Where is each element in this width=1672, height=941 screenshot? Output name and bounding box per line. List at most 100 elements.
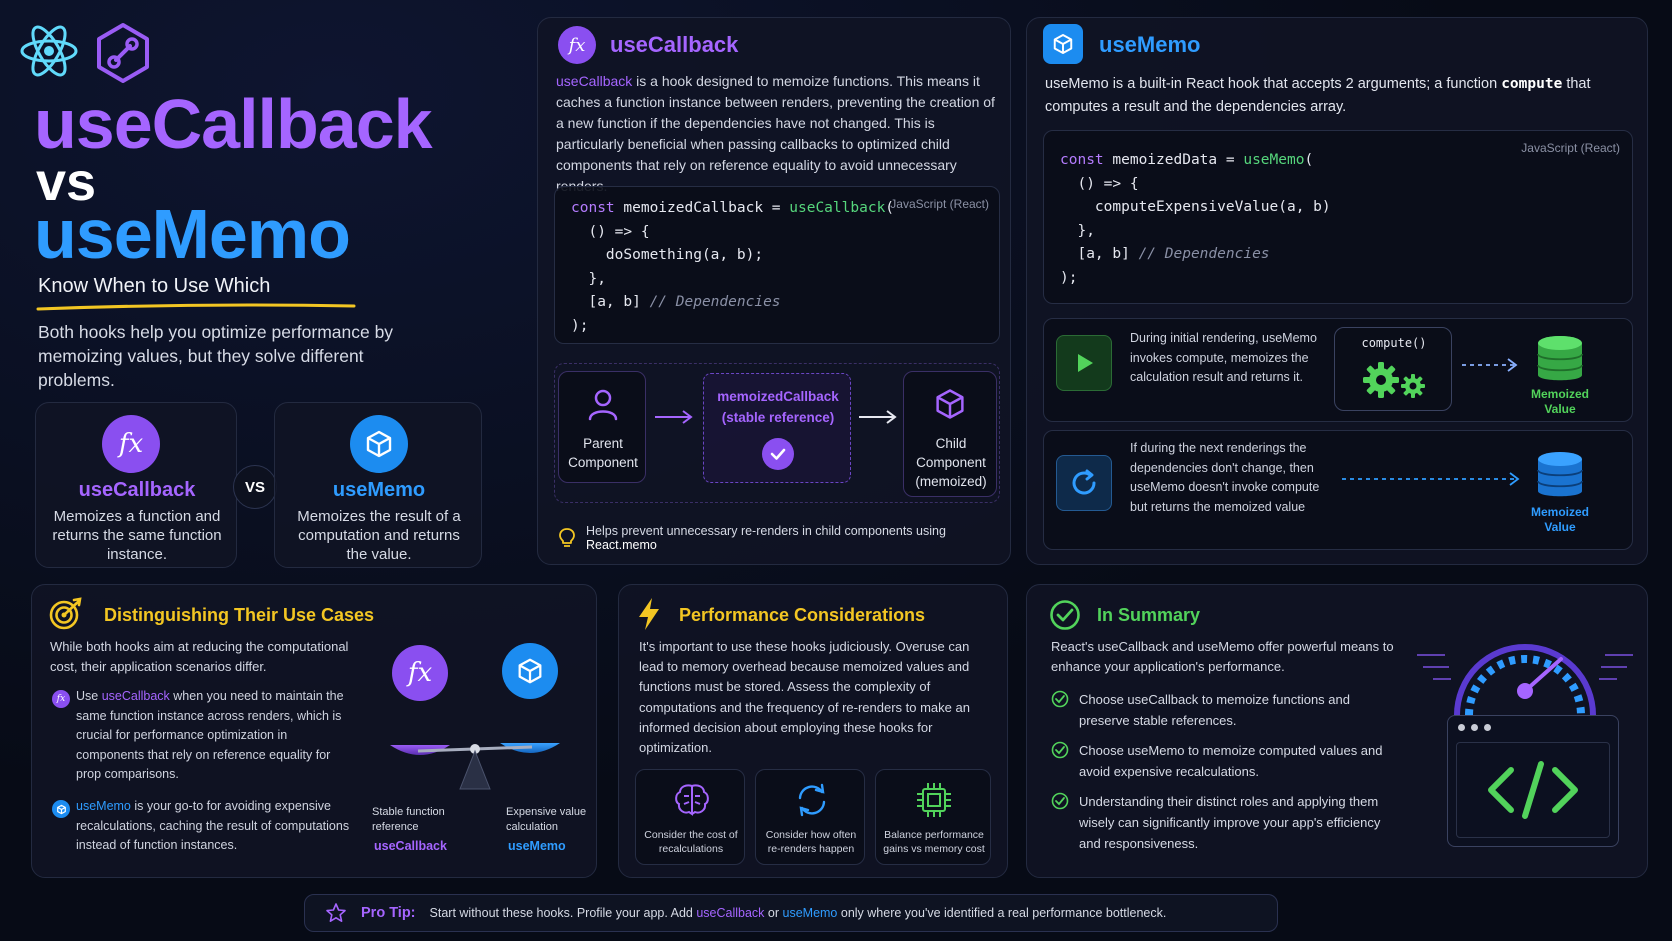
stable-reference-label: (stable reference) [721,410,835,425]
pro-tip-text-a: Start without these hooks. Profile your … [429,906,697,920]
usememo-title: useMemo [1099,32,1201,57]
performance-description: It's important to use these hooks judici… [639,639,970,756]
step-next-text: If during the next renderings the depend… [1130,441,1320,514]
fx-icon: fx [558,26,596,64]
parent-component-box: Parent Component [558,371,646,483]
usecallback-flow-diagram: Parent Component memoizedCallback (stabl… [554,363,1000,503]
summary-item: Choose useCallback to memoize functions … [1051,689,1391,731]
usecases-intro: While both hooks aim at reducing the com… [50,639,349,674]
code-window-illustration [1447,715,1619,847]
usememo-code-block: JavaScript (React) const memoizedData = … [1043,130,1633,304]
tile-rerender-frequency: Consider how often re-renders happen [755,769,865,865]
usememo-card-desc: Memoizes the result of a computation and… [297,508,461,563]
fx-icon: fx [102,415,160,473]
usecallback-panel: fx useCallback useCallback is a hook des… [537,17,1011,565]
usecallback-description-text: is a hook designed to memoize functions.… [556,73,995,194]
tile-recalc-cost: Consider the cost of recalculations [635,769,745,865]
summary-item-text: Choose useMemo to memoize computed value… [1079,743,1383,779]
summary-item: Choose useMemo to memoize computed value… [1051,740,1391,782]
lightbulb-icon [558,527,576,549]
hero-title-vs: vs [36,152,97,212]
performance-panel: Performance Considerations It's importan… [618,584,1008,878]
arrow-right-icon [653,409,695,425]
usecallback-card-title: useCallback [78,479,196,501]
check-circle-icon [1051,741,1069,759]
code-language-label: JavaScript (React) [890,197,989,211]
arrow-right-icon [857,409,899,425]
performance-title: Performance Considerations [679,605,926,625]
cube-icon [932,386,968,422]
pro-tip-usecallback: useCallback [696,906,765,920]
pro-tip-text-c: only where you've identified a real perf… [837,906,1167,920]
chip-icon [914,780,954,820]
scale-right-name: useMemo [508,839,566,853]
summary-item: Understanding their distinct roles and a… [1051,791,1401,854]
usecases-panel: Distinguishing Their Use Cases While bot… [31,584,597,878]
vs-badge: VS [233,465,277,509]
refresh-icon [1056,455,1112,511]
stable-function-caption: Stable function reference [372,806,445,833]
tile-memory-balance: Balance performance gains vs memory cost [875,769,991,865]
usecases-title: Distinguishing Their Use Cases [104,605,375,625]
tile-rerender-label: Consider how often re-renders happen [765,829,857,855]
memoized-value-label: Memoized Value [1530,387,1589,416]
usememo-code: const memoizedData = useMemo( () => { co… [1060,152,1331,286]
pro-tip-text-b: or [764,906,783,920]
usememo-desc-a: useMemo is a built-in React hook that ac… [1045,76,1502,92]
hero-title-usememo: useMemo [34,195,351,273]
summary-item-text: Choose useCallback to memoize functions … [1079,692,1350,728]
usememo-card-title: useMemo [332,479,426,501]
balance-scale-illustration [372,685,572,795]
cube-icon [1043,24,1083,64]
item1-highlight: useCallback [101,689,170,703]
usecallback-title: useCallback [610,32,739,57]
expensive-value-caption: Expensive value calculation [506,806,587,833]
tile-recalc-label: Consider the cost of recalculations [644,829,738,855]
react-logo-icon [18,22,80,80]
cube-icon [52,800,70,818]
star-icon [325,902,347,924]
usememo-desc-compute: compute [1501,76,1563,92]
item1-prefix: Use [76,689,102,703]
arrow-right-icon [1460,357,1520,373]
pro-tip-text: Start without these hooks. Profile your … [430,906,1167,920]
window-dots [1458,724,1491,731]
database-icon [1534,335,1586,383]
check-circle-icon [1051,792,1069,810]
usecallback-card-desc: Memoizes a function and returns the same… [52,508,222,563]
fx-icon: fx [392,645,448,701]
usecases-item-usememo: useMemo is your go-to for avoiding expen… [76,797,358,856]
scale-left-name: useCallback [374,839,447,853]
lightning-icon [637,597,661,631]
pro-tip-usememo: useMemo [782,906,838,920]
subtitle-underline [36,302,356,312]
database-icon [1534,451,1586,499]
usecallback-description: useCallback is a hook designed to memoiz… [556,71,1002,197]
arrow-right-icon [1340,471,1522,487]
pro-tip-label: Pro Tip: [361,905,416,921]
child-component-box: Child Component (memoized) [903,371,997,497]
usememo-card: useMemo Memoizes the result of a computa… [274,402,482,568]
usememo-step-initial: During initial rendering, useMemo invoke… [1043,318,1633,422]
cube-icon [350,415,408,473]
fx-icon: fx [52,690,70,708]
pro-tip-bar: Pro Tip: Start without these hooks. Prof… [304,894,1278,932]
usecallback-code-block: JavaScript (React) const memoizedCallbac… [554,186,1000,344]
usecallback-card: fx useCallback Memoizes a function and r… [35,402,237,568]
memoized-value-label: Memoized Value [1530,505,1589,534]
check-icon [762,438,794,470]
speedometer-icon [1415,615,1635,715]
usememo-desc-b: that computes a result and the dependenc… [1045,76,1591,115]
usecallback-code: const memoizedCallback = useCallback( ()… [571,200,895,334]
summary-item-text: Understanding their distinct roles and a… [1079,794,1381,851]
tile-memory-label: Balance performance gains vs memory cost [883,829,985,855]
compute-label: compute() [1361,336,1427,350]
cube-icon [502,643,558,699]
memoized-callback-box: memoizedCallback (stable reference) [703,373,851,483]
usecallback-tip: Helps prevent unnecessary re-renders in … [558,524,1010,552]
summary-title: In Summary [1097,605,1201,625]
hero-intro: Both hooks help you optimize performance… [38,322,394,390]
memoized-callback-name: memoizedCallback [717,389,839,404]
user-icon [585,386,621,422]
refresh-icon [792,782,832,818]
